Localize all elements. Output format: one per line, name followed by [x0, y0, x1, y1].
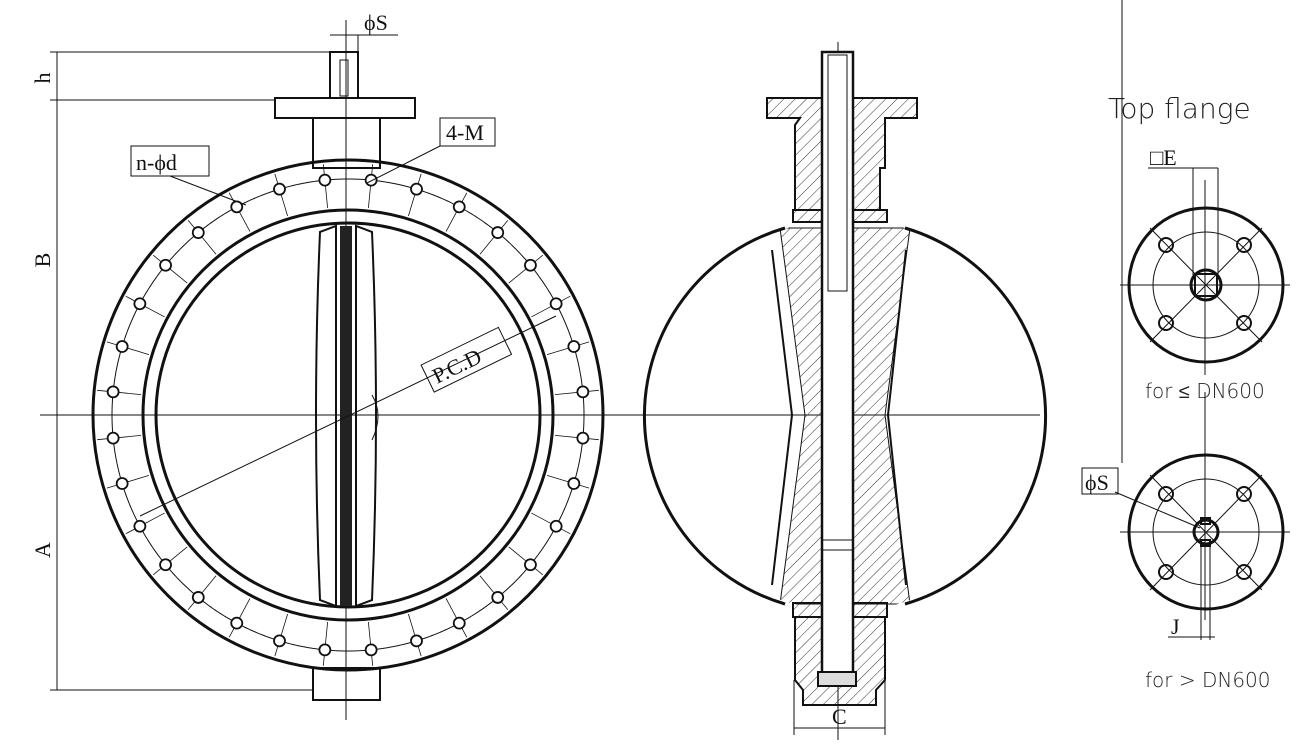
- body-left-arc: [642, 226, 786, 606]
- bolt-hole: [452, 200, 466, 214]
- shaft-lower-step: [821, 539, 854, 551]
- shaft-top: [329, 51, 359, 99]
- end-plug: [817, 671, 857, 687]
- bolt-hole: [159, 558, 172, 572]
- bolt-hole: [106, 385, 120, 399]
- bottom-boss: [312, 667, 381, 701]
- bolt-hole: [191, 591, 205, 604]
- top-flange-views: Top flange □E for ≤ DN600: [1081, 0, 1290, 692]
- disc-stem: [340, 226, 352, 606]
- bolt-hole: [567, 477, 581, 490]
- bolt-hole: [491, 226, 505, 239]
- bolt-hole: [364, 643, 378, 657]
- top-flange-title: Top flange: [1108, 92, 1251, 125]
- disc-hub: [371, 394, 379, 441]
- flange-large: ϕS J for > DN600: [1081, 0, 1290, 692]
- shaft-upper: [827, 54, 848, 292]
- side-view: C: [640, 42, 1048, 740]
- square-e-label: □E: [1150, 145, 1177, 170]
- pcd-leader: [139, 315, 557, 517]
- shaft-diameter-label: ϕS: [364, 10, 388, 35]
- dim-a-label: A: [30, 542, 55, 558]
- shaft-label-box: [1081, 467, 1119, 495]
- bolt-hole: [524, 258, 537, 272]
- body-right-arc: [904, 226, 1048, 606]
- bolt-hole: [106, 431, 120, 445]
- top-flange: [274, 97, 416, 119]
- flange-outer-circle: [91, 158, 605, 672]
- bolt-hole: [549, 297, 563, 311]
- shaft-label: ϕS: [1085, 470, 1109, 495]
- key-j-label: J: [1171, 614, 1180, 639]
- bolt-hole: [364, 173, 378, 187]
- bolt-hole: [452, 616, 466, 630]
- bolt-holes: [97, 164, 599, 666]
- bolt-hole: [115, 477, 129, 490]
- bore-circle: [154, 221, 542, 609]
- bolt-hole: [576, 385, 590, 399]
- flange-small: □E for ≤ DN600: [1120, 145, 1290, 403]
- bolt-hole: [318, 173, 332, 187]
- dim-c-label: C: [832, 704, 847, 729]
- bolt-hole: [230, 616, 244, 630]
- bolt-hole: [524, 558, 537, 572]
- dim-b-label: B: [30, 253, 55, 268]
- body-inner-circle: [141, 208, 555, 622]
- dim-h-label: h: [30, 73, 55, 84]
- bolt-hole: [318, 643, 332, 657]
- bolt-hole: [273, 634, 286, 648]
- bolt-hole: [410, 634, 423, 648]
- tapped-holes-label-box: [439, 117, 496, 147]
- bolt-hole: [491, 591, 505, 604]
- front-view: h B A ϕS n-ϕd 4-M P.C.D: [30, 10, 660, 720]
- bolt-holes-label: n-ϕd: [136, 150, 177, 175]
- tapped-holes-label: 4-M: [446, 120, 484, 145]
- pcd-label: P.C.D: [428, 344, 485, 389]
- disc-left: [315, 224, 337, 608]
- bolt-hole: [549, 519, 563, 533]
- bolt-hole: [159, 258, 172, 272]
- bolt-hole: [133, 297, 147, 311]
- bolt-hole: [567, 340, 581, 353]
- bolt-hole: [115, 340, 129, 353]
- bolt-hole: [410, 182, 423, 196]
- shaft-keyway: [339, 59, 349, 97]
- bolt-hole: [273, 182, 286, 196]
- bolt-hole: [133, 519, 147, 533]
- caption-large: for > DN600: [1145, 668, 1271, 692]
- pcd-circle: [111, 178, 585, 652]
- disc-right: [355, 224, 377, 608]
- bolt-hole: [576, 431, 590, 445]
- shaft: [820, 50, 855, 684]
- bolt-hole: [191, 226, 205, 239]
